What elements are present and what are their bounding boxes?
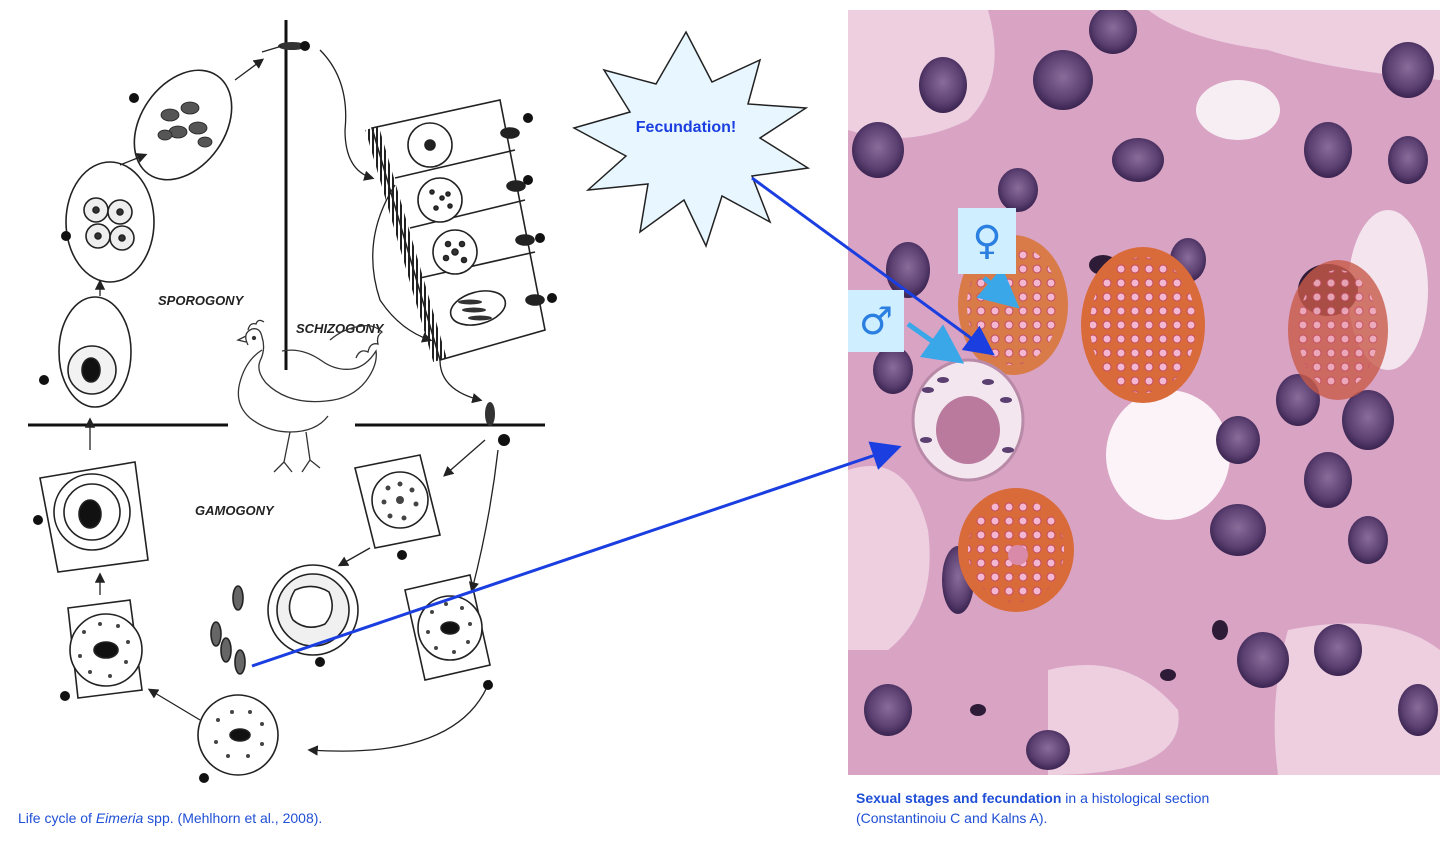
histology-caption-line1: Sexual stages and fecundation in a histo… <box>856 788 1209 808</box>
sporogony-stages <box>58 69 233 408</box>
gamogony-label: GAMOGONY <box>195 503 275 518</box>
histology-caption-bold: Sexual stages and fecundation <box>856 790 1062 806</box>
female-symbol-badge: ♀ <box>958 208 1016 274</box>
life-cycle-caption-prefix: Life cycle of <box>18 810 96 826</box>
sporozoite-release <box>261 41 310 53</box>
histology-caption-rest: in a histological section <box>1061 790 1210 806</box>
sporogony-label: SPOROGONY <box>158 293 245 308</box>
life-cycle-caption-genus: Eimeria <box>95 810 144 826</box>
male-symbol-badge: ♂ <box>848 290 904 352</box>
life-cycle-caption: Life cycle of Eimeria spp. (Mehlhorn et … <box>18 808 322 828</box>
life-cycle-caption-suffix: spp. (Mehlhorn et al., 2008). <box>143 810 323 826</box>
fecundation-callout-text: Fecundation! <box>636 119 736 136</box>
chicken-illustration <box>236 319 384 473</box>
schizogony-label: SCHIZOGONY <box>296 321 385 336</box>
fecundation-callout-burst <box>572 30 811 249</box>
histology-caption: Sexual stages and fecundation in a histo… <box>856 788 1209 828</box>
histological-section-image <box>848 10 1440 775</box>
eimeria-life-cycle-diagram: SPOROGONY SCHIZOGONY GAMOGONY <box>28 20 557 783</box>
merozoite-release <box>485 402 510 446</box>
histology-caption-line2: (Constantinoiu C and Kalns A). <box>856 810 1048 826</box>
schizogony-epithelium <box>365 99 546 362</box>
